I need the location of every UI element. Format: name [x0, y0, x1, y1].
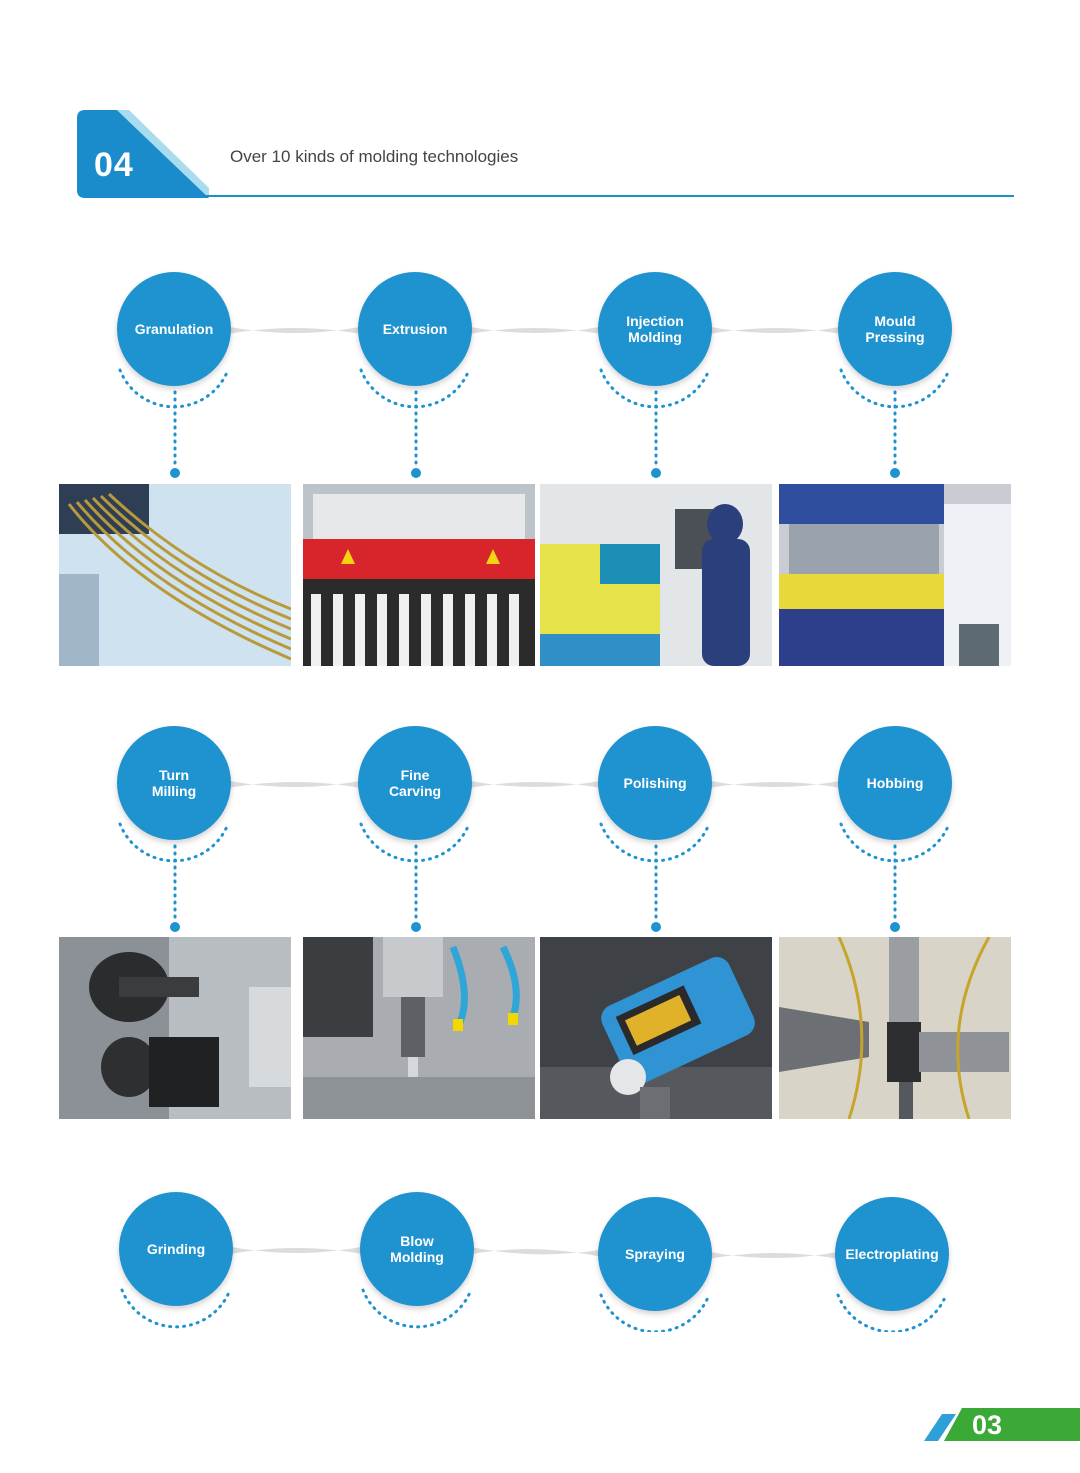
row-2-connectors — [118, 766, 951, 932]
granulation-strands-photo — [59, 484, 291, 666]
process-grinding: Grinding — [119, 1192, 233, 1306]
extrusion-machine-photo — [303, 484, 535, 666]
mould-press-photo — [779, 484, 1011, 666]
page-number-tag: 03 — [920, 1408, 1080, 1441]
polishing-surface-tester-photo — [540, 937, 772, 1119]
process-spraying: Spraying — [598, 1197, 712, 1311]
section-badge: 04 — [77, 110, 209, 198]
process-mould-pressing: Mould Pressing — [838, 272, 952, 386]
hobbing-gear-cutter-photo — [779, 937, 1011, 1119]
section-number: 04 — [94, 146, 134, 184]
process-extrusion: Extrusion — [358, 272, 472, 386]
process-hobbing: Hobbing — [838, 726, 952, 840]
process-injection-molding: Injection Molding — [598, 272, 712, 386]
process-row-2: Turn Milling Fine Carving Polishing Hobb… — [0, 716, 1080, 932]
process-fine-carving: Fine Carving — [358, 726, 472, 840]
process-row-3: Grinding Blow Molding Spraying Electropl… — [0, 1182, 1080, 1332]
injection-molding-worker-photo — [540, 484, 772, 666]
page-title: Over 10 kinds of molding technologies — [230, 147, 519, 166]
process-polishing: Polishing — [598, 726, 712, 840]
lathe-turn-milling-photo — [59, 937, 291, 1119]
row-3-connectors — [120, 1232, 948, 1332]
process-turn-milling: Turn Milling — [117, 726, 231, 840]
row-1-connectors — [118, 312, 951, 478]
process-electroplating: Electroplating — [835, 1197, 949, 1311]
cnc-fine-carving-photo — [303, 937, 535, 1119]
process-granulation: Granulation — [117, 272, 231, 386]
page-number: 03 — [972, 1410, 1003, 1440]
process-row-1: Granulation Extrusion Injection Molding … — [0, 262, 1080, 478]
header-divider — [200, 195, 1014, 197]
process-blow-molding: Blow Molding — [360, 1192, 474, 1306]
